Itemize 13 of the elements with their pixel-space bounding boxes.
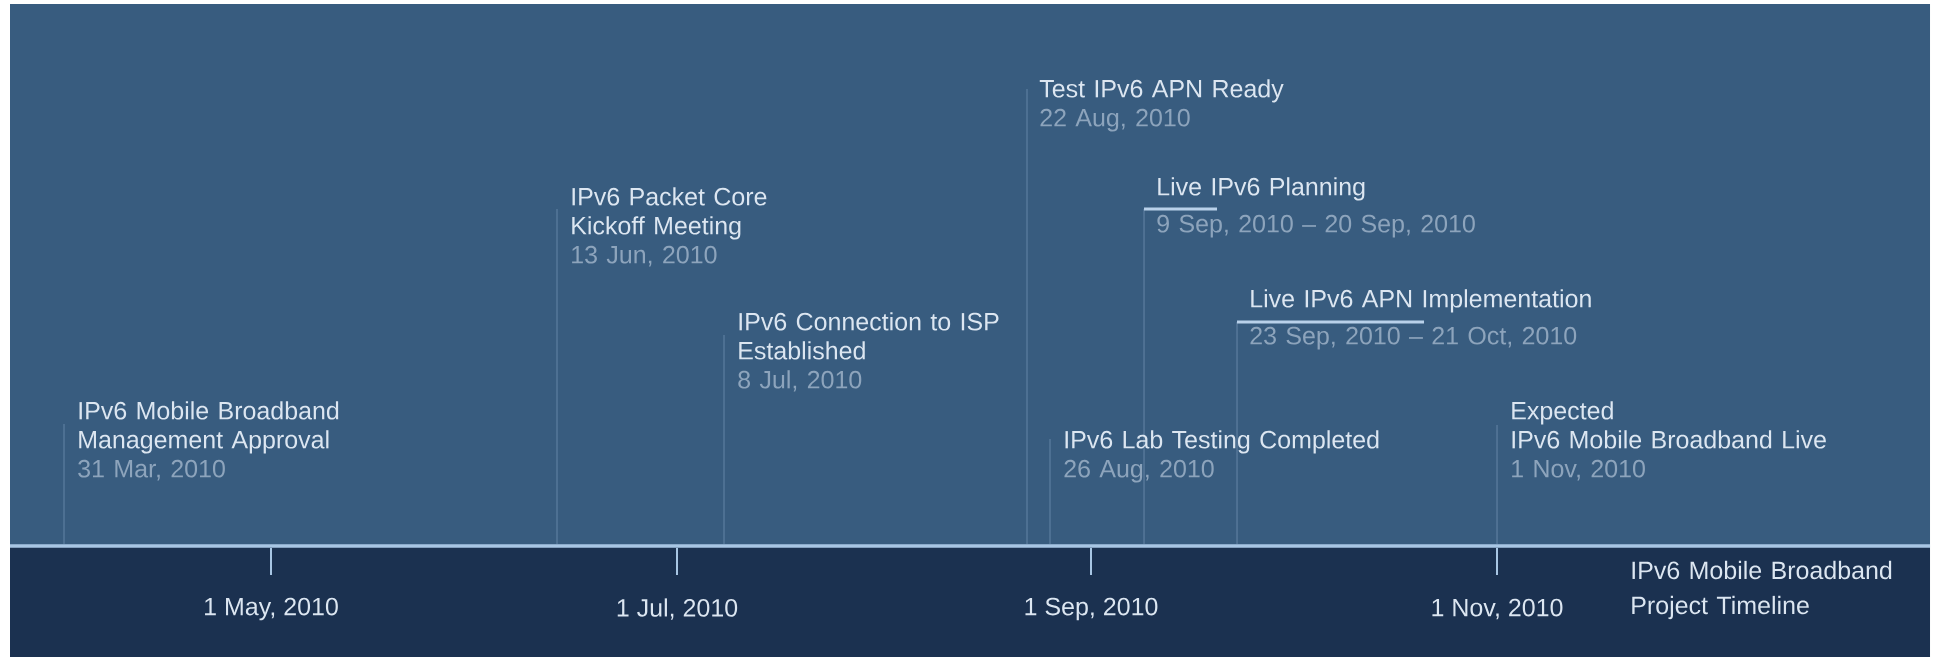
event-label: Test IPv6 APN Ready 22 Aug, 2010 [1039, 79, 1284, 132]
event-label: IPv6 Mobile Broadband Management Approval 31 Mar, 2010 [78, 401, 339, 481]
event-label: IPv6 Connection to ISP Established 8 Jul, 2010 [738, 312, 999, 392]
event-label: Expected IPv6 Mobile Broadband Live 1 Nov, 2010 [1512, 401, 1826, 481]
tick-label: 1 May, 2010 [205, 597, 338, 621]
event-label: Live IPv6 Planning 9 Sep, 2010 – 20 Sep, 2010 [1157, 177, 1475, 238]
event-label: IPv6 Packet Core Kickoff Meeting 13 Jun, 2010 [572, 187, 767, 267]
tick-label: 1 Jul, 2010 [617, 598, 738, 620]
tick-label: 1 Sep, 2010 [1025, 597, 1158, 621]
event-label: Live IPv6 APN Implementation 23 Sep, 2010 – 21 Oct, 2010 [1250, 289, 1591, 350]
tick-label: 1 Nov, 2010 [1432, 598, 1563, 620]
event-label: IPv6 Lab Testing Completed 26 Aug, 2010 [1064, 430, 1379, 483]
chart-title: IPv6 Mobile Broadband Project Timeline [1632, 560, 1892, 620]
